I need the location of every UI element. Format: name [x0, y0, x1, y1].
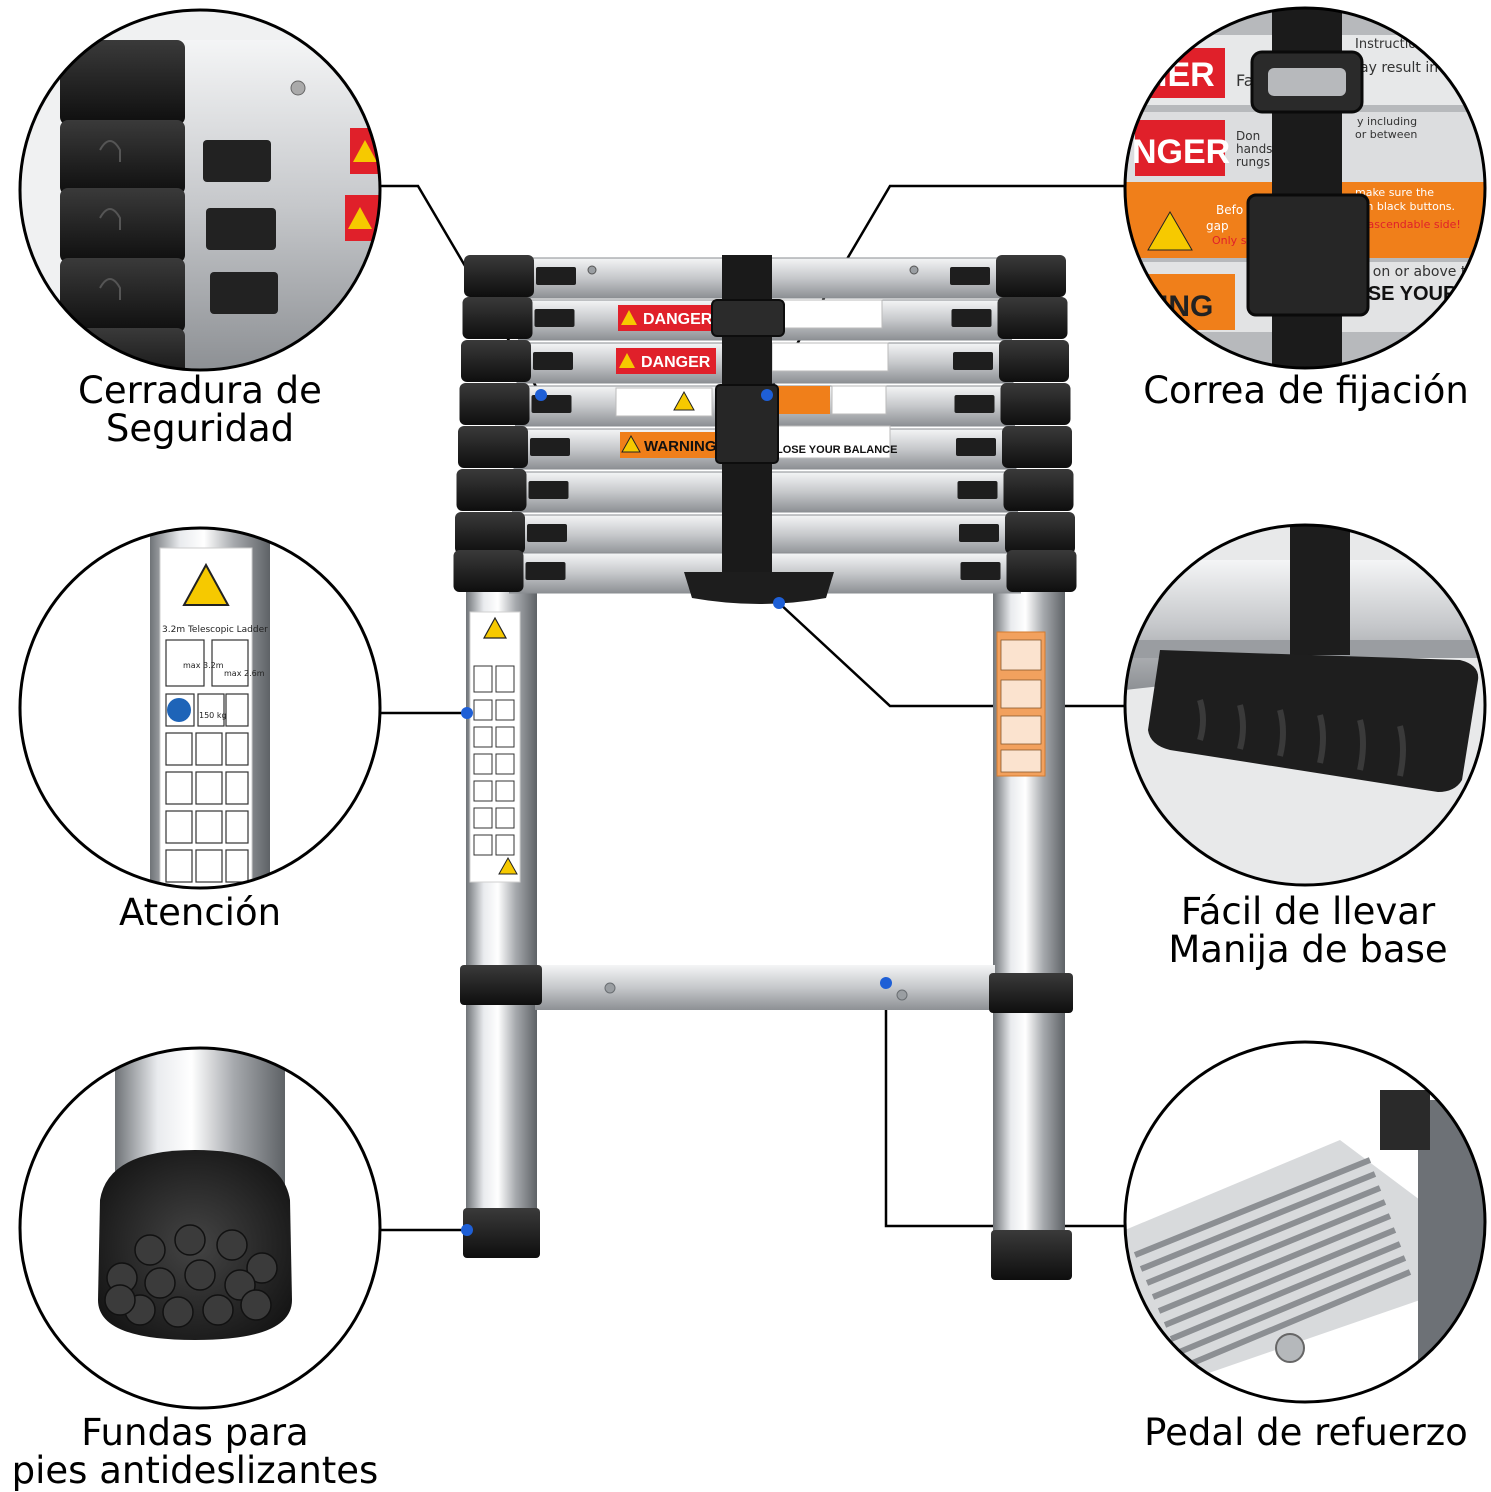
- pedal-groove: [1133, 1157, 1372, 1258]
- warning-triangle-icon: [182, 562, 230, 606]
- caption-strap: Correa de fijación: [1143, 369, 1469, 412]
- foot-grip-dot: [240, 1289, 272, 1321]
- svg-text:Fa: Fa: [1236, 71, 1254, 90]
- warning-triangle-icon: [482, 616, 508, 639]
- svg-text:NGER: NGER: [1132, 133, 1230, 171]
- svg-text:150 kg: 150 kg: [199, 711, 227, 720]
- detail-circle-safety-lock: [18, 8, 382, 372]
- svg-text:gap: gap: [1206, 219, 1229, 233]
- svg-text:Don: Don: [1236, 129, 1260, 143]
- detail-circle-handle: [1123, 523, 1487, 887]
- svg-text:max 2.6m: max 2.6m: [224, 669, 265, 678]
- svg-text:or between: or between: [1355, 128, 1417, 141]
- foot-grip-dot: [104, 1284, 136, 1316]
- svg-text:DANGER: DANGER: [641, 354, 711, 371]
- svg-text:Befo: Befo: [1216, 203, 1243, 217]
- foot-grip-dot: [202, 1294, 234, 1326]
- svg-text:3.2m Telescopic Ladder: 3.2m Telescopic Ladder: [162, 625, 268, 635]
- caption-safety-lock: Cerradura de Seguridad: [78, 369, 322, 450]
- svg-text:WARNING: WARNING: [644, 438, 717, 455]
- svg-text:LOSE YOUR BALANCE: LOSE YOUR BALANCE: [776, 444, 897, 456]
- detail-circle-pedal: [1123, 1040, 1487, 1404]
- pedal-groove: [1181, 1269, 1412, 1370]
- svg-text:y including: y including: [1357, 115, 1417, 128]
- svg-text:DANGER: DANGER: [643, 311, 713, 328]
- svg-text:max 3.2m: max 3.2m: [183, 661, 224, 670]
- caption-feet: Fundas para pies antideslizantes: [11, 1411, 379, 1492]
- detail-circle-feet: [18, 1046, 382, 1410]
- caption-warning: Atención: [118, 891, 282, 934]
- svg-text:the ascendable side!: the ascendable side!: [1346, 218, 1461, 231]
- caption-handle: Fácil de llevar Manija de base: [1168, 890, 1448, 971]
- pedal-groove: [1163, 1227, 1397, 1328]
- foot-grip-dot: [184, 1259, 216, 1291]
- feature-markers: [461, 389, 892, 1236]
- detail-circle-warning: 3.2m Telescopic Ladder max 3.2m max 2.6m…: [18, 526, 382, 890]
- foot-grip-dot: [216, 1229, 248, 1261]
- caption-pedal: Pedal de refuerzo: [1144, 1411, 1468, 1454]
- detail-circle-strap: IER NGER Fa Don hands rungs Instructions…: [1123, 6, 1487, 370]
- foot-grip-dot: [134, 1234, 166, 1266]
- telescopic-ladder: DANGER DANGER WARNING LOSE YOUR BALANCE: [453, 255, 1077, 1280]
- pedal-groove: [1157, 1213, 1392, 1314]
- strap-buckle-icon: [715, 384, 779, 464]
- foot-grip-dot: [174, 1224, 206, 1256]
- pedal-groove: [1151, 1199, 1387, 1300]
- svg-text:rungs: rungs: [1236, 155, 1270, 169]
- svg-text:with black buttons.: with black buttons.: [1350, 200, 1455, 213]
- svg-text:make sure the: make sure the: [1355, 186, 1434, 199]
- foot-grip-dot: [246, 1252, 278, 1284]
- svg-text:and on or above t: and on or above t: [1342, 264, 1467, 280]
- pedal-groove: [1139, 1171, 1377, 1272]
- right-foot-cap: [991, 1230, 1072, 1280]
- svg-text:hands: hands: [1236, 142, 1272, 156]
- pedal-groove: [1145, 1185, 1382, 1286]
- pedal-groove: [1169, 1241, 1402, 1342]
- pedal-groove: [1175, 1255, 1407, 1356]
- svg-text:ay result in: ay result in: [1360, 60, 1438, 76]
- foot-grip-dot: [144, 1267, 176, 1299]
- left-foot-cap: [463, 1208, 540, 1258]
- foot-grip-dot: [162, 1296, 194, 1328]
